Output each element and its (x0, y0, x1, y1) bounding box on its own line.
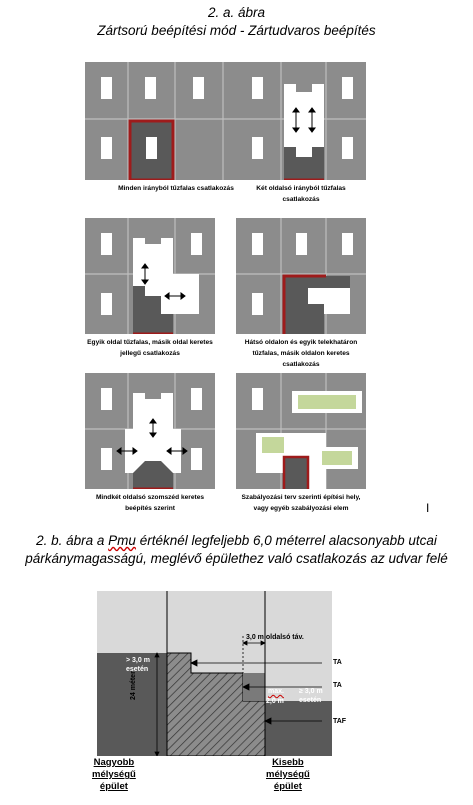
side-distance-label: 3,0 m oldalsó táv. (246, 634, 304, 641)
diagram-panel-3 (85, 218, 215, 334)
ta-label-2: TA (333, 682, 342, 689)
caption-panel-6: Szabályozási terv szerinti építési hely,… (241, 494, 361, 512)
diagram-panel-5 (85, 373, 215, 489)
section-diagram (97, 591, 332, 801)
diagram-panel-4 (236, 218, 366, 334)
figure-b-title: 2. b. ábra a Pmu értéknél legfeljebb 6,0… (36, 533, 437, 548)
caption-panel-3: Egyik oldal tűzfalas, másik oldal kerete… (87, 339, 213, 357)
cursor-mark: I (426, 501, 430, 515)
two-meter-label: 2,0 m (266, 698, 284, 705)
figure-a-subtitle: Zártsorú beépítési mód - Zártudvaros beé… (97, 23, 376, 38)
caption-panel-2: Két oldalsó irányból tűzfalas csatlakozá… (256, 185, 346, 203)
ta-label-1: TA (333, 659, 342, 666)
caption-panel-1: Minden irányból tűzfalas csatlakozás (118, 185, 234, 192)
diagram-panel-2 (236, 62, 366, 180)
figure-a-title: 2. a. ábra (207, 5, 266, 20)
max-label: max. (268, 688, 284, 695)
height-24m-label: 24 méter (130, 671, 137, 700)
diagram-panel-6 (236, 373, 366, 489)
caption-panel-5: Mindkét oldalsó szomszéd keretes beépíté… (95, 494, 205, 512)
taf-label: TAF (333, 718, 347, 725)
caption-panel-4: Hátsó oldalon és egyik telekhatáron tűzf… (244, 339, 358, 368)
figure-b-subtitle: párkánymagasságú, meglévő épülethez való… (25, 551, 448, 566)
